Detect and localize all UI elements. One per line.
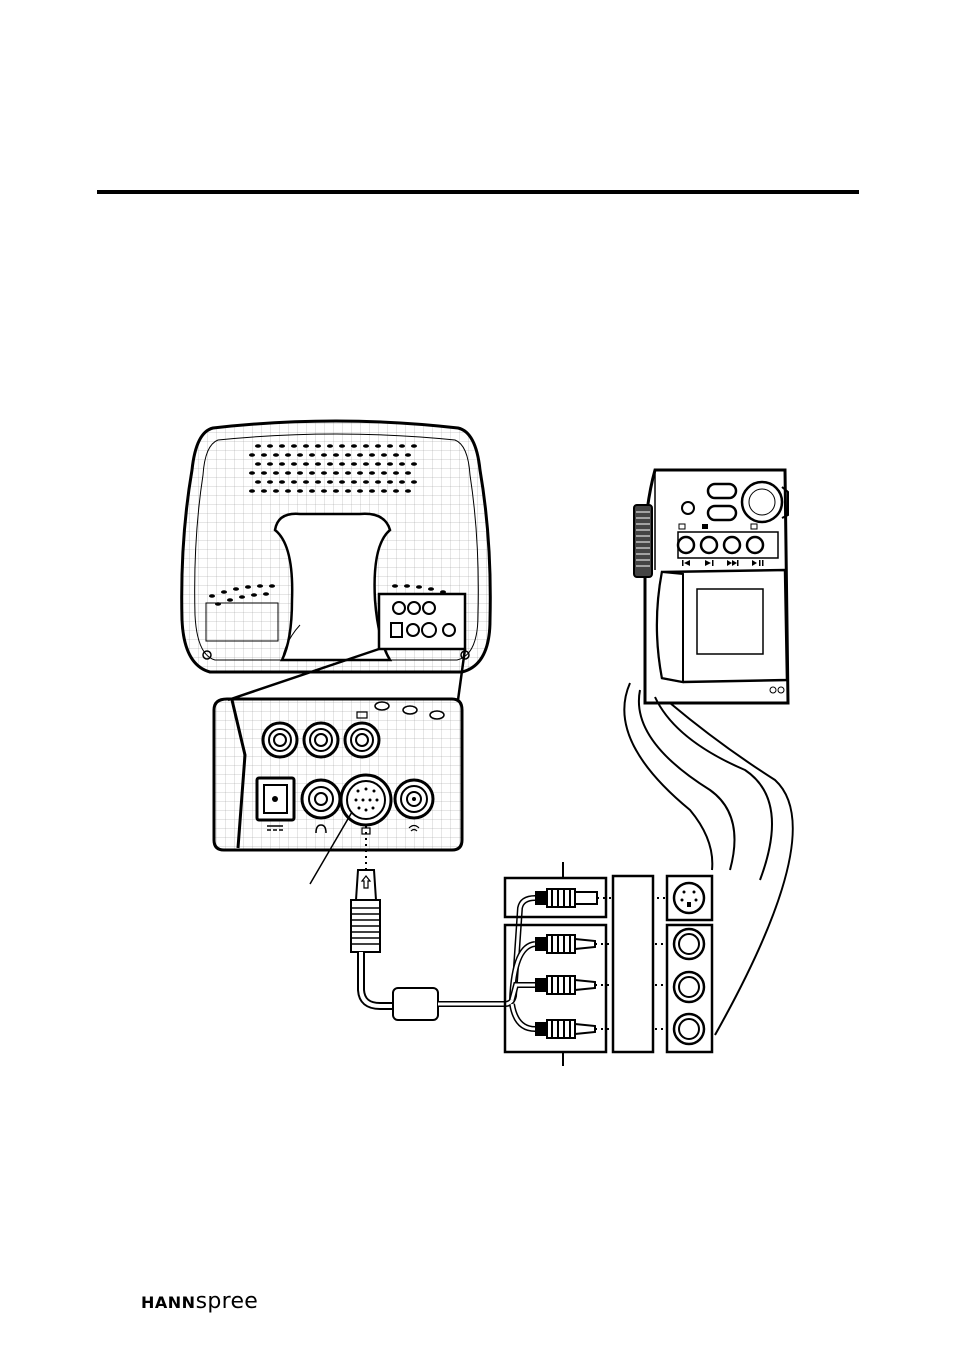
- brand-logo: HANNspree: [141, 1289, 258, 1314]
- logo-bold-text: HANN: [141, 1293, 196, 1312]
- rca-plug-3: [535, 1020, 682, 1038]
- tv-rear: [182, 421, 491, 700]
- dc-in-jack: [257, 778, 294, 820]
- camcorder-jacks: [667, 876, 712, 1052]
- jack-panel-closeup: [214, 699, 462, 884]
- rca-plug-1: [535, 935, 682, 953]
- logo-light-text: spree: [196, 1289, 259, 1314]
- tv-jack-panel: [379, 594, 465, 649]
- av-cable: [351, 826, 712, 1066]
- rca-plug-2: [535, 976, 682, 994]
